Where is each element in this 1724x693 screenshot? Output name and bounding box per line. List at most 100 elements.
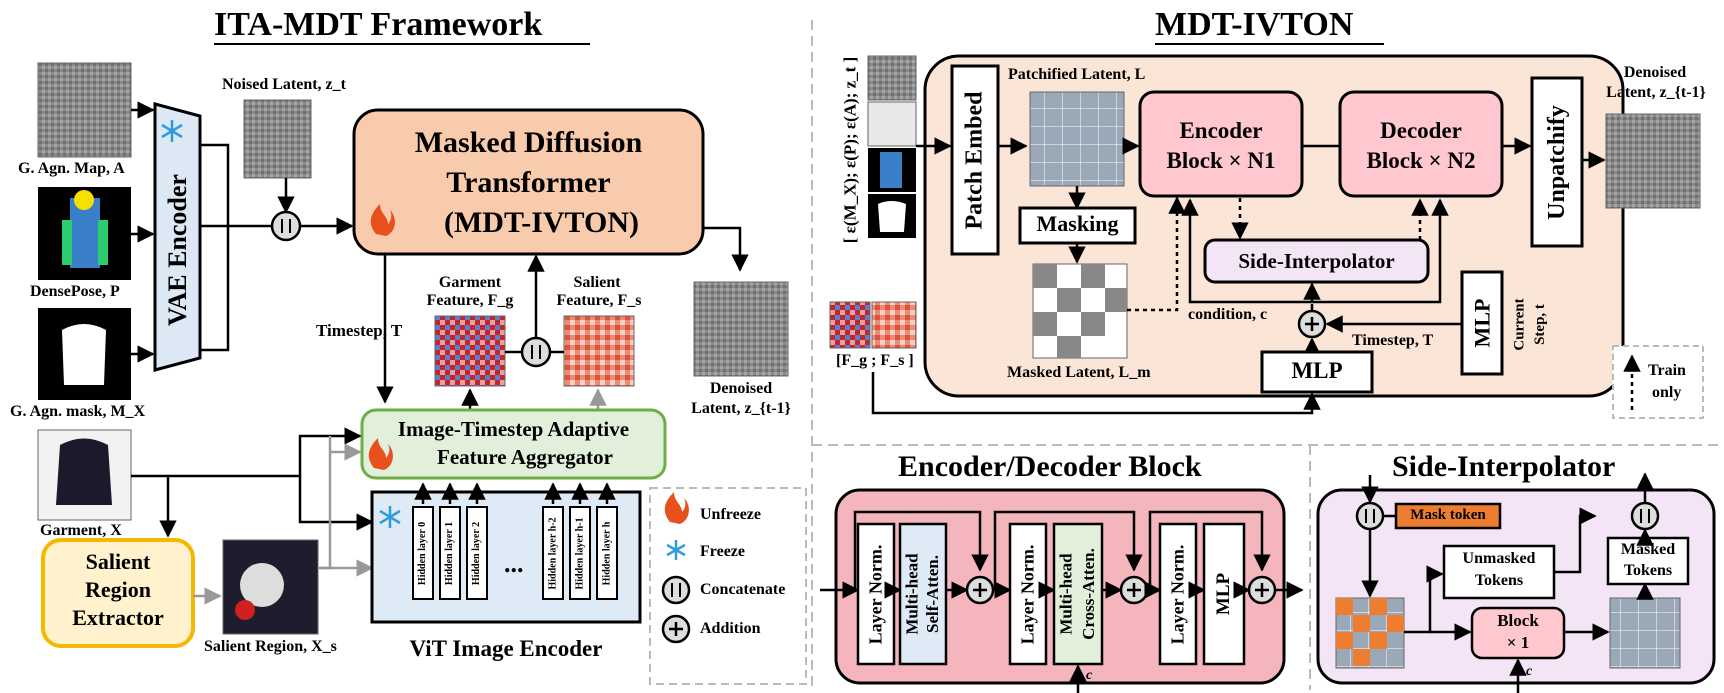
- unmasked-tokens-box: [1442, 544, 1556, 600]
- snowflake-icon: [379, 506, 401, 528]
- mlp-bottom-label: MLP: [1291, 358, 1343, 383]
- denoised-latent-image-right: [1605, 113, 1701, 209]
- label-patchified: Patchified Latent, L: [1008, 66, 1146, 83]
- label-salient-feature-1: Salient: [573, 274, 621, 291]
- train-only-legend: [1612, 345, 1704, 419]
- label-densepose: DensePose, P: [30, 283, 120, 300]
- masked-label-1: Masked: [1620, 541, 1676, 558]
- patch-embed-box: [950, 64, 1000, 256]
- ita-line1: Image-Timestep Adaptive: [397, 417, 630, 441]
- patch-embed-label: Patch Embed: [961, 91, 988, 229]
- noised-latent-image: [243, 99, 312, 179]
- decoder-block: [1338, 90, 1504, 198]
- mdt-line2: Transformer: [446, 166, 611, 199]
- label-denoised-left-2: Latent, z_{t-1}: [691, 400, 791, 417]
- label-denoised-right-1: Denoised: [1623, 64, 1687, 81]
- flame-icon: [664, 492, 689, 524]
- side-interpolator-box: [1203, 238, 1430, 284]
- legend-addition: Addition: [700, 620, 761, 637]
- block-x1-label-2: × 1: [1506, 633, 1530, 652]
- masked-latent-image: [1032, 263, 1128, 359]
- label-timestep-right: Timestep, T: [1352, 332, 1434, 349]
- unpatchify-box: [1530, 76, 1584, 248]
- label-noised-latent: Noised Latent, z_t: [222, 76, 346, 93]
- encoder-line2: Block × N1: [1166, 148, 1276, 173]
- salient-line3: Extractor: [72, 605, 164, 630]
- flame-icon: [370, 204, 395, 236]
- masked-tokens-image: [1609, 597, 1681, 669]
- denoised-latent-image-left: [693, 281, 789, 377]
- enc-cross-attn-label-1: Multi-head: [1057, 553, 1077, 635]
- hidden-layer-h: Hidden layer h: [596, 506, 618, 600]
- side-interp-label: Side-Interpolator: [1238, 249, 1395, 273]
- label-denoised-left-1: Denoised: [709, 380, 773, 397]
- label-denoised-right-2: Latent, z_{t-1}: [1606, 84, 1706, 101]
- vae-encoder: [153, 102, 202, 372]
- enc-ln-3-label: Layer Norm.: [1167, 544, 1188, 644]
- enc-cross-attn-label-2: Cross-Atten.: [1079, 548, 1099, 640]
- label-agn-map: G. Agn. Map, A: [18, 160, 125, 177]
- mask-token-label: Mask token: [1410, 507, 1486, 523]
- side-c-label: c: [1526, 664, 1533, 679]
- features-image: [829, 301, 871, 349]
- token-grid: [1335, 597, 1405, 669]
- enc-cross-attn: [1052, 522, 1104, 666]
- concat-icon-feature: [520, 336, 552, 368]
- concat-icon-main: [270, 210, 302, 242]
- encoder-block: [1138, 90, 1304, 198]
- snowflake-icon: [666, 540, 686, 560]
- salient-feature-map: [563, 315, 635, 387]
- label-masked-latent: Masked Latent, L_m: [1007, 364, 1151, 381]
- mlp-bottom-box: [1260, 350, 1374, 394]
- hidden-layer-0: Hidden layer 0: [412, 506, 434, 600]
- patchified-latent-image: [1029, 91, 1125, 187]
- enc-ln-2-label: Layer Norm.: [1017, 544, 1038, 644]
- unpatchify-label: Unpatchify: [1543, 104, 1570, 220]
- label-garment-feature-2: Feature, F_g: [426, 292, 514, 309]
- ita-box: [360, 408, 667, 480]
- enc-self-attn-label-1: Multi-head: [903, 553, 923, 635]
- enc-ln-1-label: Layer Norm.: [865, 544, 886, 644]
- hidden-layer-h-2: Hidden layer h-2: [542, 506, 564, 600]
- train-only-2: only: [1652, 384, 1682, 401]
- hidden-layer-h-1: Hidden layer h-1: [569, 506, 591, 600]
- garment-feature-map: [434, 315, 506, 387]
- enc-c-label: c: [1086, 668, 1093, 683]
- block-x1-label-1: Block: [1497, 611, 1539, 630]
- title-enc-dec: Encoder/Decoder Block: [898, 450, 1202, 483]
- masking-label: Masking: [1036, 211, 1119, 236]
- flame-icon: [368, 438, 393, 470]
- agn-map-image: [37, 62, 132, 158]
- label-timestep-left: Timestep, T: [316, 321, 403, 340]
- label-agn-mask: G. Agn. mask, M_X: [10, 403, 146, 420]
- masked-label-2: Tokens: [1623, 562, 1673, 579]
- enc-self-attn-label-2: Self-Atten.: [923, 555, 942, 633]
- label-condition: condition, c: [1188, 306, 1268, 323]
- ita-line2: Feature Aggregator: [437, 445, 613, 469]
- train-only-1: Train: [1648, 362, 1686, 379]
- concat-icon-side-2: [1630, 501, 1660, 531]
- legend-concatenate: Concatenate: [700, 581, 786, 598]
- encoder-line1: Encoder: [1179, 118, 1263, 143]
- concat-icon-legend: [661, 575, 691, 605]
- legend-freeze: Freeze: [700, 543, 745, 560]
- masking-box: [1018, 206, 1137, 245]
- salient-line1: Salient: [85, 549, 151, 574]
- mdt-box: [352, 108, 705, 256]
- concat-icon-side-1: [1355, 501, 1385, 531]
- vit-label: ViT Image Encoder: [409, 636, 603, 661]
- decoder-line2: Block × N2: [1366, 148, 1476, 173]
- hidden-layer-1: Hidden layer 1: [439, 506, 461, 600]
- unmasked-label-1: Unmasked: [1462, 550, 1536, 567]
- current-step-label-2: Step, t: [1531, 303, 1548, 345]
- vae-label: VAE Encoder: [162, 174, 192, 326]
- label-garment-feature-1: Garment: [438, 274, 502, 291]
- salient-extractor-box: [41, 538, 195, 648]
- label-features: [F_g ; F_s ]: [836, 352, 914, 369]
- title-left: ITA-MDT Framework: [214, 6, 543, 43]
- salient-line2: Region: [85, 577, 151, 602]
- vit-ellipsis: ...: [504, 549, 524, 578]
- decoder-line1: Decoder: [1380, 118, 1462, 143]
- title-side: Side-Interpolator: [1392, 450, 1616, 483]
